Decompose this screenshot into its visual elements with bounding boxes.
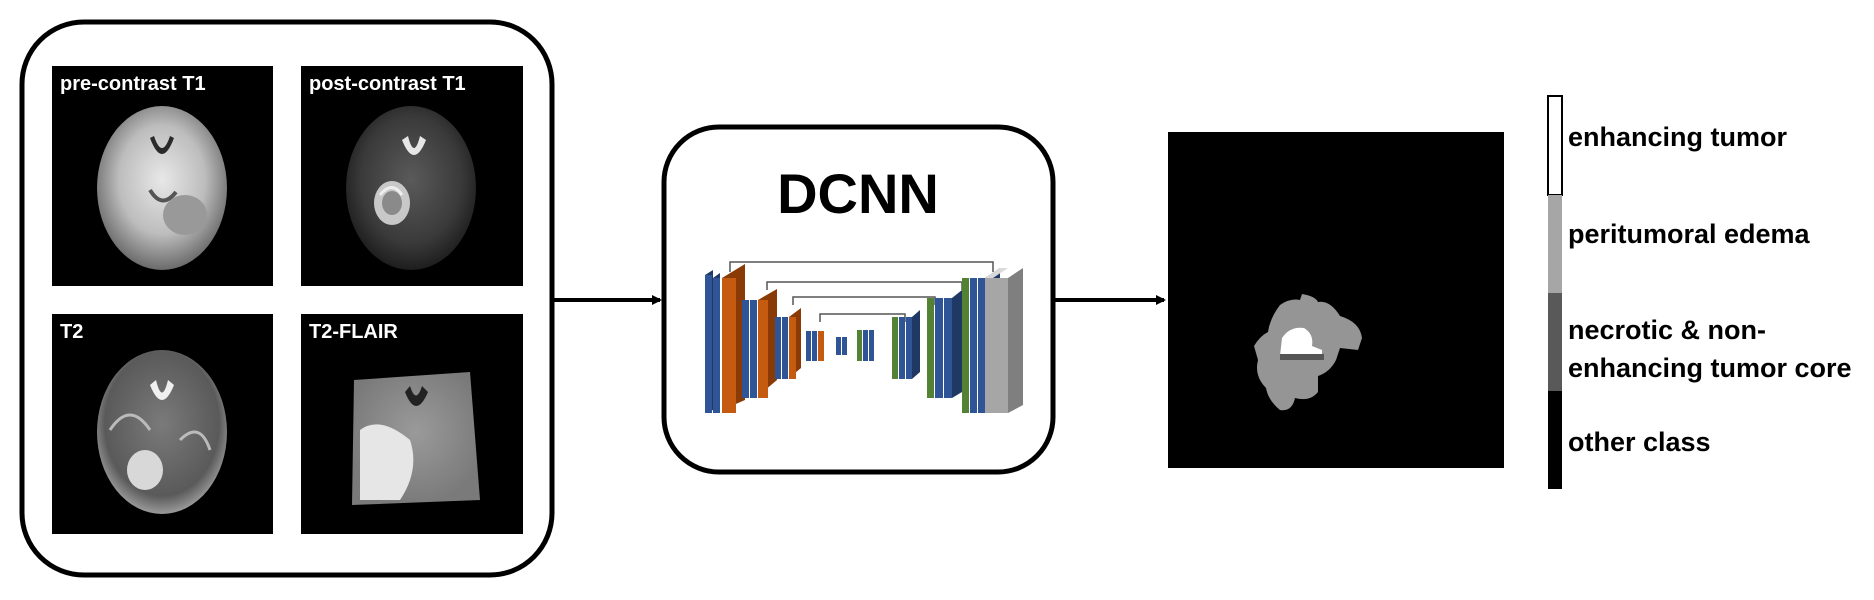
legend-label-enhancing: enhancing tumor [1568,122,1787,152]
label-t2: T2 [60,321,83,343]
legend-swatch-edema [1548,195,1562,293]
panel-t2: T2 [52,314,273,534]
decoder-block-4 [857,330,874,361]
legend-label-edema: peritumoral edema [1568,219,1811,249]
encoder-block-4 [806,331,824,361]
dcnn-title: DCNN [777,162,939,225]
legend-swatch-enhancing [1547,95,1563,196]
encoder-block-2 [742,289,777,398]
label-post-contrast-t1: post-contrast T1 [309,73,466,95]
segmentation-mask [1254,294,1362,411]
brain-image-t2 [97,350,227,514]
label-t2-flair: T2-FLAIR [309,321,398,343]
legend-colorbar [1547,95,1563,489]
decoder-block-3 [892,310,920,379]
bottleneck-block [836,337,847,355]
legend-label-necrotic-line2: enhancing tumor core [1568,353,1852,383]
panel-pre-contrast-t1: pre-contrast T1 [52,66,273,286]
encoder-block-3 [775,308,801,379]
unet-architecture [705,261,1023,413]
output-layer [985,268,1023,413]
label-pre-contrast-t1: pre-contrast T1 [60,73,206,95]
brain-image-pre-contrast [97,106,227,270]
decoder-block-2 [927,290,962,398]
legend-label-other: other class [1568,427,1711,457]
legend-label-necrotic-line1: necrotic & non- [1568,315,1766,345]
panel-post-contrast-t1: post-contrast T1 [301,66,523,286]
legend-swatch-necrotic [1548,293,1562,391]
segmentation-output [1168,132,1504,468]
brain-image-post-contrast [346,106,476,270]
encoder-block-1 [705,264,745,413]
brain-image-t2-flair [352,372,480,505]
legend-swatch-other [1548,391,1562,489]
panel-t2-flair: T2-FLAIR [301,314,523,534]
